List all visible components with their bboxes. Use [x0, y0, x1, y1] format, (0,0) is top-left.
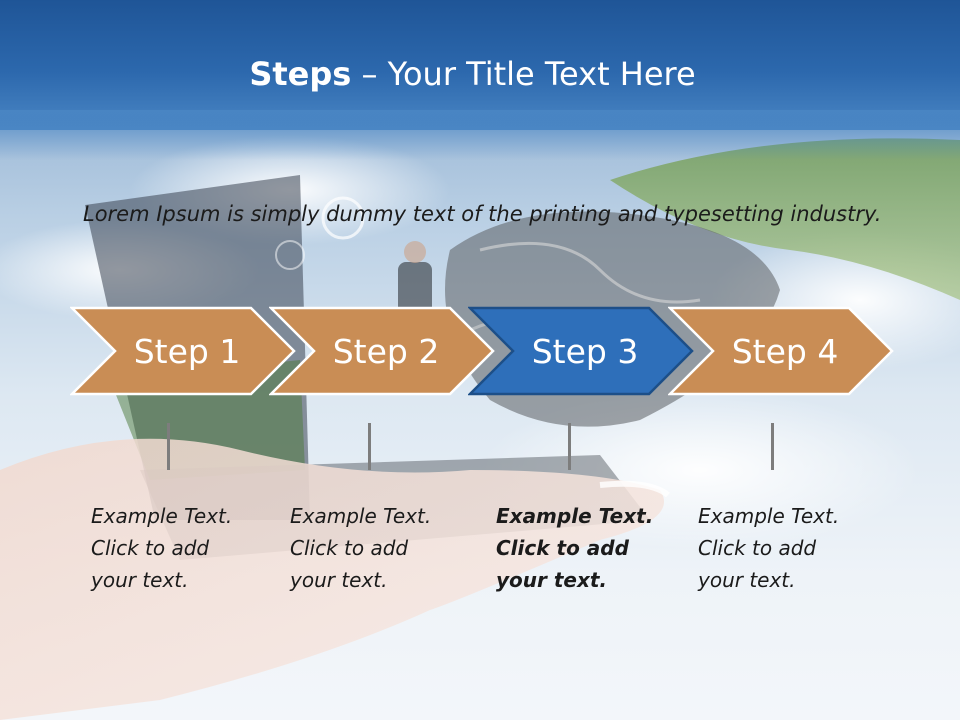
step-3-chevron[interactable]: Step 3 — [468, 306, 694, 396]
note-line: Click to add — [496, 536, 629, 560]
step-1-connector — [167, 423, 170, 470]
note-line: your text. — [290, 568, 388, 592]
chevron-shape — [269, 306, 495, 396]
header-band — [0, 0, 960, 130]
chevron-shape — [70, 306, 296, 396]
step-1-note[interactable]: Example Text. Click to add your text. — [91, 500, 271, 596]
step-4-label: Step 4 — [731, 331, 839, 371]
note-line: Example Text. — [290, 504, 432, 528]
note-line: Click to add — [290, 536, 409, 560]
title-bold: Steps — [249, 55, 352, 93]
title-rest: – Your Title Text Here — [351, 55, 696, 93]
note-line: Example Text. — [698, 504, 840, 528]
note-line: Click to add — [698, 536, 817, 560]
note-line: Example Text. — [91, 504, 233, 528]
note-line: your text. — [496, 568, 608, 592]
step-4-note[interactable]: Example Text. Click to add your text. — [698, 500, 878, 596]
step-1-label: Step 1 — [133, 331, 241, 371]
step-2-connector — [368, 423, 371, 470]
chevron-shape — [668, 306, 894, 396]
slide-title: Steps – Your Title Text Here — [0, 54, 945, 94]
intro-text: Lorem Ipsum is simply dummy text of the … — [83, 202, 882, 226]
step-3-note[interactable]: Example Text. Click to add your text. — [496, 500, 676, 596]
step-2-label: Step 2 — [332, 331, 440, 371]
chevron-shape — [468, 306, 694, 396]
step-1-chevron[interactable]: Step 1 — [70, 306, 296, 396]
step-4-connector — [771, 423, 774, 470]
note-line: your text. — [91, 568, 189, 592]
step-4-chevron[interactable]: Step 4 — [668, 306, 894, 396]
step-3-connector — [568, 423, 571, 470]
note-line: your text. — [698, 568, 796, 592]
note-line: Click to add — [91, 536, 210, 560]
step-3-label: Step 3 — [531, 331, 639, 371]
header-fade — [0, 110, 960, 160]
step-2-note[interactable]: Example Text. Click to add your text. — [290, 500, 470, 596]
note-line: Example Text. — [496, 504, 654, 528]
step-2-chevron[interactable]: Step 2 — [269, 306, 495, 396]
